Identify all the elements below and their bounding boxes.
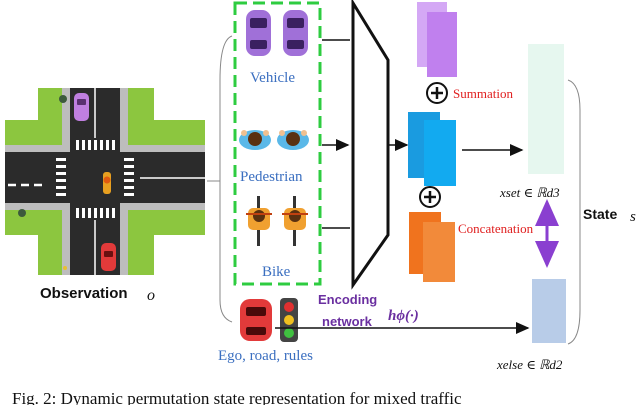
x-else-label: xelse ∈ ℝd2: [496, 357, 563, 372]
x-set-label: xset ∈ ℝd3: [499, 185, 560, 200]
observation-symbol: o: [147, 287, 155, 304]
x-set-block: [528, 44, 564, 174]
figure-caption: Fig. 2: Dynamic permutation state repres…: [12, 389, 462, 405]
ego-road-rules-label: Ego, road, rules: [218, 348, 313, 364]
encoder-network-shape: [351, 0, 390, 290]
blue-block-front: [424, 120, 456, 186]
state-brace: [567, 79, 581, 345]
summation-label: Summation: [453, 86, 513, 101]
vehicle-icon: [246, 10, 308, 56]
encoding-label: Encoding: [318, 292, 377, 307]
traffic-intersection-icon: [5, 88, 205, 275]
x-else-block: [532, 279, 566, 343]
plus-icon: [426, 82, 448, 104]
network-label: network: [322, 314, 373, 329]
bike-label: Bike: [262, 264, 291, 280]
orange-block-front: [423, 222, 455, 282]
traffic-light-icon: [280, 298, 298, 342]
state-label: State: [583, 206, 617, 222]
bike-icon: [246, 196, 308, 246]
observation-label: Observation: [40, 285, 128, 302]
pedestrian-label: Pedestrian: [240, 169, 303, 185]
purple-block-front: [427, 12, 457, 77]
object-set-box: [233, 1, 322, 286]
vehicle-label: Vehicle: [250, 70, 295, 86]
input-brace: [219, 35, 233, 323]
concatenation-label: Concatenation: [458, 221, 534, 236]
car-icon: [240, 299, 272, 341]
state-symbol: s: [630, 209, 636, 225]
pedestrian-icon: [239, 130, 309, 150]
plus-icon: [419, 186, 441, 208]
encoding-function-label: hϕ(·): [388, 308, 419, 324]
